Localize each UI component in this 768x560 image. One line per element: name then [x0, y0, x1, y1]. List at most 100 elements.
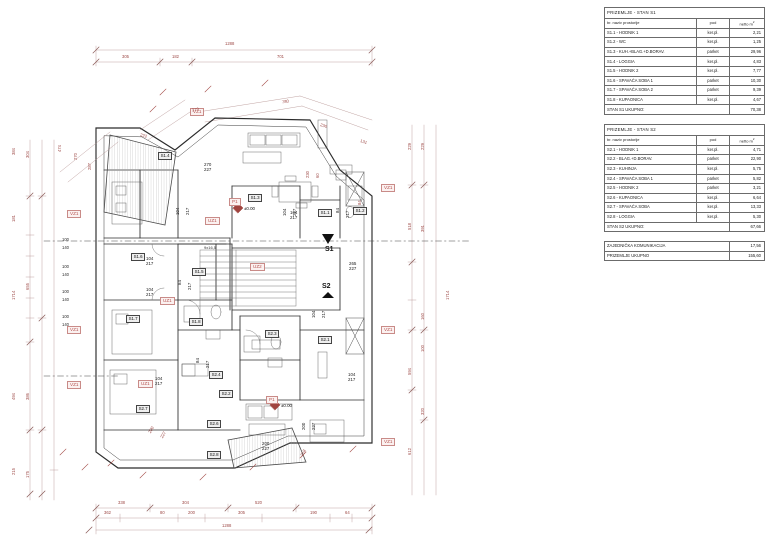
dim-right-inner-4: 100	[420, 345, 425, 352]
dim-right-outer-1: 229	[407, 143, 412, 150]
schedule-table-s2: PRIZEMLJE - STAN S2 br. naziv prostorije…	[604, 124, 765, 233]
room-name: S1.2 - WC	[604, 37, 697, 48]
room-name: S1.6 - SPAVAĆA SOBA 1	[604, 75, 697, 87]
room-floor: ker.pl.	[696, 211, 730, 223]
element-tag-uz1-3: UZ1	[138, 380, 153, 389]
table-s1-total-value: 70,38	[729, 104, 765, 116]
dim-left-outer-5: 215	[11, 468, 16, 475]
table-s2-total-row: STAN S2 UKUPNO: 67,66	[604, 221, 765, 233]
table-s2-title: PRIZEMLJE - STAN S2	[604, 124, 765, 137]
room-tag-s1-7: S1.7	[126, 315, 141, 323]
room-name: S2.4 - SPAVAĆA SOBA 1	[604, 173, 697, 185]
dim-upper-left-1: 474	[57, 145, 62, 152]
room-floor: ker.pl.	[696, 37, 730, 48]
room-tag-s2-1: S2.1	[318, 336, 333, 344]
dim-left-inner-2: 655	[25, 283, 30, 290]
door-dim-6-width: 270	[204, 162, 212, 167]
table-row: S2.4 - SPAVAĆA SOBA 1 parket 5,82	[604, 173, 765, 185]
room-area: 5,82	[729, 173, 765, 185]
room-name: S2.6 - KUPAONICA	[604, 192, 697, 204]
door-dim-5-height: 217	[348, 376, 356, 382]
dim-bottom-lower-5: 190	[310, 510, 317, 515]
room-area: 4,71	[729, 144, 765, 156]
room-tag-s2-8: S2.8	[207, 451, 222, 459]
table-row: S1.5 - HODNIK 2 ker.pl. 7,77	[604, 66, 765, 77]
dim-left-series-4b: 140	[62, 322, 69, 327]
room-tag-s1-6: S1.6	[131, 253, 146, 261]
dim-right-inner-3: 160	[420, 313, 425, 320]
door-dim-3-height: 217	[146, 291, 154, 297]
room-area: 5,75	[729, 163, 765, 175]
room-area: 3,21	[729, 183, 765, 194]
element-tag-uz2: UZ2	[250, 263, 265, 272]
room-name: S2.7 - SPAVAĆA SOBA	[604, 202, 697, 213]
room-name: S1.7 - SPAVAĆA SOBA 2	[604, 85, 697, 96]
door-dim-v4: 84	[195, 358, 200, 363]
dim-left-outer-4: 494	[11, 393, 16, 400]
dim-left-inner-3: 386	[25, 393, 30, 400]
element-tag-vz1-right-3: VZ1	[381, 438, 396, 447]
floor-plan-drawing: S1.4 S1.3 S1.1 S1.2 S1.6 S1.5 S1.7 S1.8 …	[11, 41, 471, 535]
room-area: 10,30	[729, 75, 765, 87]
table-s1-title-row: PRIZEMLJE - STAN S1	[604, 7, 765, 19]
door-dim-7-width: 265	[349, 261, 357, 266]
room-floor: ker.pl.	[696, 27, 730, 39]
room-name: S2.5 - HODNIK 2	[604, 183, 697, 194]
level-marker-1: ±0.00	[244, 206, 255, 211]
entry-label-s2: S2	[322, 283, 331, 290]
room-tag-s1-2: S1.2	[353, 207, 368, 215]
plan-vector-graphics	[25, 45, 471, 535]
door-dim-v6-h: 217	[345, 210, 350, 218]
element-tag-uz1-1: UZ1	[205, 217, 220, 226]
room-floor: ker.pl.	[696, 163, 730, 175]
dim-right-inner-5: 320	[420, 408, 425, 415]
dim-left-outer-2: 181	[11, 215, 16, 222]
summary-label-total: PRIZEMLJE UKUPNO	[604, 250, 730, 262]
room-area: 7,77	[729, 66, 765, 77]
room-floor: ker.pl.	[696, 94, 730, 106]
dim-bottom-lower-4: 305	[238, 510, 245, 515]
door-dim-2-height: 217	[146, 260, 154, 266]
dim-misc-1: 230	[305, 171, 310, 178]
dim-right-inner-2: 391	[420, 225, 425, 232]
table-row: S1.2 - WC ker.pl. 1,25	[604, 37, 765, 48]
room-name: S2.2 - BLAG.+D.BORAV.	[604, 154, 697, 165]
door-dim-v6: 84	[335, 208, 340, 213]
room-schedule-panel: PRIZEMLJE - STAN S1 br. naziv prostorije…	[604, 7, 765, 270]
table-s2-total-value: 67,66	[729, 221, 765, 233]
door-dim-v1: 104	[282, 208, 287, 216]
dim-bottom-upper-1: 338	[118, 500, 125, 505]
dim-left-series-1a: 100	[62, 237, 69, 242]
element-tag-p1-2: P1	[266, 396, 278, 405]
room-floor: parket	[696, 85, 730, 96]
table-row: S2.5 - HODNIK 2 parket 3,21	[604, 183, 765, 194]
room-floor: ker.pl.	[696, 202, 730, 213]
dim-right-outer-5: 612	[407, 448, 412, 455]
door-dim-3: 104 217	[146, 287, 154, 298]
table-s1-title: PRIZEMLJE - STAN S1	[604, 7, 765, 19]
door-dim-1-width: 104	[290, 210, 298, 215]
dim-misc-3: 84	[357, 200, 362, 205]
door-dim-v1-h: 217	[292, 208, 297, 216]
table-s2-title-row: PRIZEMLJE - STAN S2	[604, 124, 765, 137]
loggia-dim-h: 227	[311, 422, 316, 430]
door-dim-6-height: 227	[204, 166, 212, 172]
room-name: S2.1 - HODNIK 1	[604, 144, 697, 156]
room-tag-s1-3: S1.3	[248, 194, 263, 202]
door-dim-8-height: 227	[262, 445, 270, 451]
dim-bottom-upper-2: 304	[182, 500, 189, 505]
dim-top-seg-1: 305	[122, 54, 129, 59]
room-tag-s1-5: S1.5	[192, 268, 207, 276]
room-tag-s2-3: S2.3	[265, 330, 280, 338]
room-floor: parket	[696, 75, 730, 87]
dim-left-series-4a: 100	[62, 314, 69, 319]
table-row: S2.7 - SPAVAĆA SOBA ker.pl. 13,33	[604, 202, 765, 213]
summary-value-common: 17,56	[729, 241, 765, 252]
room-tag-s2-7: S2.7	[136, 405, 151, 413]
table-row: S2.1 - HODNIK 1 ker.pl. 4,71	[604, 144, 765, 156]
table-s2-total-label: STAN S2 UKUPNO:	[604, 221, 730, 233]
schedule-table-s1: PRIZEMLJE - STAN S1 br. naziv prostorije…	[604, 7, 765, 116]
dim-misc-2: 60	[315, 173, 320, 178]
dim-left-inner-4: 175	[25, 471, 30, 478]
room-tag-s2-2: S2.2	[219, 390, 234, 398]
